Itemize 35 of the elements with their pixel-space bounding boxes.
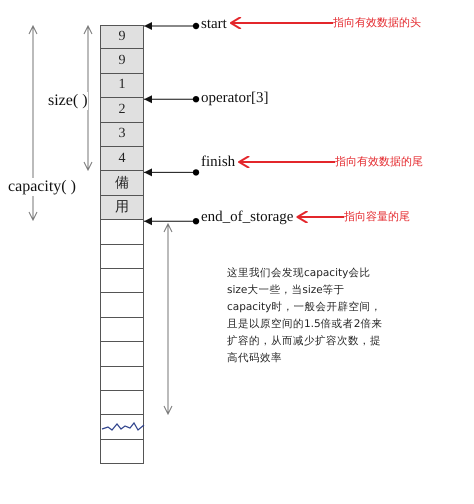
pointer-arrow bbox=[144, 22, 200, 30]
pointer-label: start bbox=[196, 14, 227, 34]
pointer-label: operator[3] bbox=[196, 88, 268, 108]
annotation-arrow bbox=[238, 155, 335, 169]
note-text: 这里我们会发现capacity会比size大一些，当size等于capacity时，一般会开辟空间，且是以原空间的1.5倍或者2倍来扩容的，从而减少扩容次数，提高代码效率 bbox=[227, 266, 384, 366]
memory-cell: 1 bbox=[100, 74, 144, 98]
memory-cell: 2 bbox=[100, 98, 144, 123]
pointer-label: finish bbox=[196, 152, 236, 174]
memory-cell bbox=[100, 293, 144, 318]
memory-cell: 備 bbox=[100, 171, 144, 196]
capacity-label: capacity( ) bbox=[8, 178, 76, 196]
pointer-arrow bbox=[144, 168, 200, 176]
annotation-text: 指向容量的尾 bbox=[344, 209, 410, 225]
memory-cell: 9 bbox=[100, 49, 144, 74]
memory-cell: 9 bbox=[100, 25, 144, 50]
memory-cell bbox=[100, 318, 144, 342]
pointer-arrow bbox=[144, 95, 200, 104]
memory-cell: 用 bbox=[100, 196, 144, 220]
annotation-arrow bbox=[296, 210, 344, 224]
memory-cell bbox=[100, 244, 144, 269]
size-label: size( ) bbox=[48, 92, 88, 110]
memory-cell: 4 bbox=[100, 147, 144, 172]
annotation-text: 指向有效数据的头 bbox=[333, 15, 421, 31]
memory-cell bbox=[100, 342, 144, 367]
annotation-text: 指向有效数据的尾 bbox=[335, 154, 423, 170]
memory-cell bbox=[100, 440, 144, 464]
memory-cell bbox=[100, 391, 144, 416]
memory-cell bbox=[100, 220, 144, 245]
memory-cell: 3 bbox=[100, 122, 144, 147]
memory-cell bbox=[100, 366, 144, 391]
pointer-label: end_of_storage bbox=[196, 207, 294, 229]
memory-cell bbox=[100, 415, 144, 440]
memory-cell bbox=[100, 269, 144, 294]
annotation-arrow bbox=[230, 16, 333, 30]
pointer-arrow bbox=[144, 217, 200, 226]
